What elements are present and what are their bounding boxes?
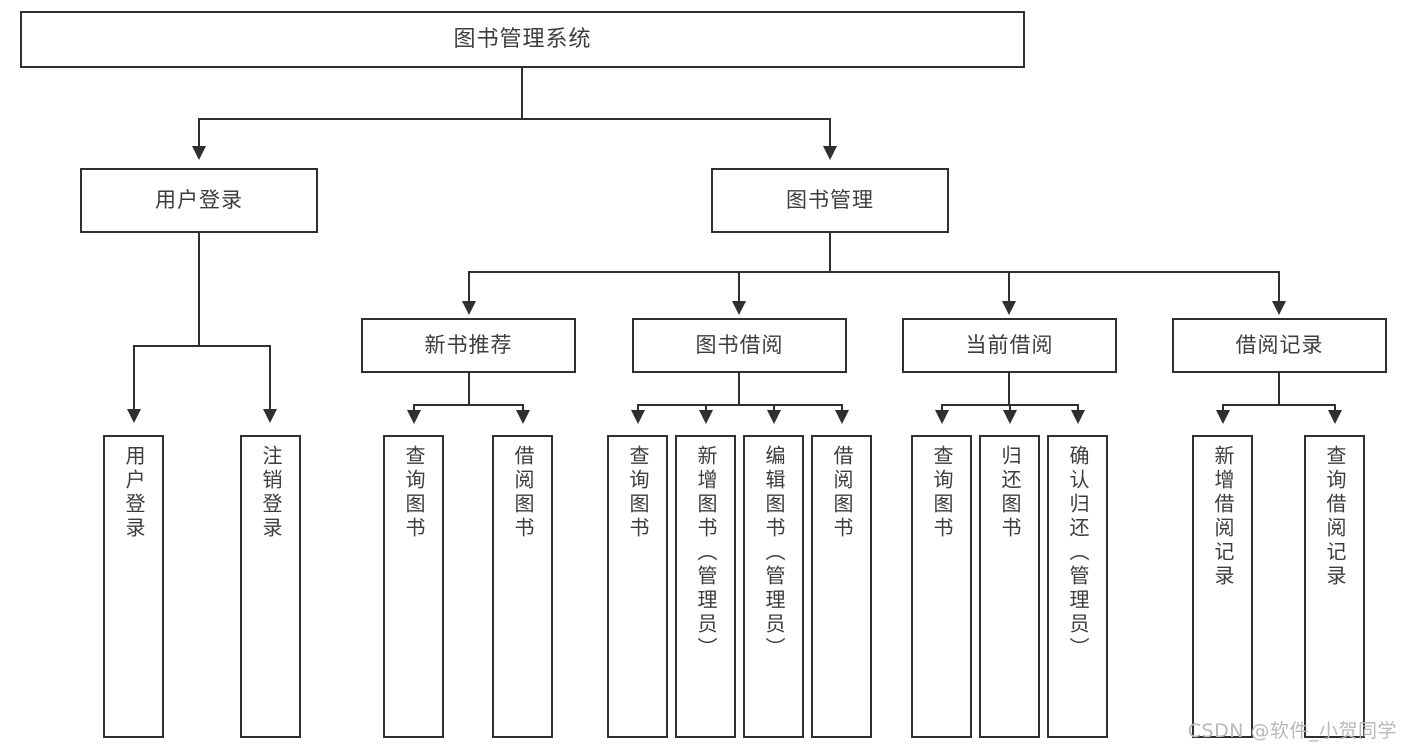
connector-root-to-user-login — [198, 118, 200, 148]
arrow-borrow-record-to-leaf-2 — [1328, 410, 1342, 424]
connector-borrow-record-stem — [1278, 373, 1280, 406]
arrow-book-manage-to-borrow-record — [1272, 301, 1286, 315]
csdn-watermark: CSDN @软件_小贺同学 — [1187, 720, 1397, 742]
node-label: 编辑图书（管理员） — [762, 445, 786, 661]
connector-user-login-to-leaf-2 — [269, 345, 271, 411]
node-leaf-query-borrow-record[interactable]: 查询借阅记录 — [1304, 435, 1365, 738]
connector-book-borrow-bus — [637, 404, 841, 406]
connector-current-borrow-to-leaf-2 — [1009, 404, 1011, 412]
connector-root-stem — [521, 68, 523, 119]
connector-current-borrow-stem — [1008, 373, 1010, 406]
connector-book-manage-stem — [829, 233, 831, 273]
node-leaf-query-book-3[interactable]: 查询图书 — [911, 435, 972, 738]
node-leaf-user-login[interactable]: 用户登录 — [103, 435, 164, 738]
connector-book-borrow-to-leaf-1 — [637, 404, 639, 412]
arrow-book-manage-to-book-borrow — [732, 301, 746, 315]
connector-book-manage-to-borrow-record — [1278, 271, 1280, 303]
node-label: 查询图书 — [626, 445, 650, 541]
arrow-book-borrow-to-leaf-1 — [631, 410, 645, 424]
arrow-user-login-to-leaf-1 — [127, 409, 141, 423]
arrow-borrow-record-to-leaf-1 — [1216, 410, 1230, 424]
node-book-manage[interactable]: 图书管理 — [711, 168, 949, 233]
connector-current-borrow-to-leaf-3 — [1077, 404, 1079, 412]
node-borrow-record[interactable]: 借阅记录 — [1172, 318, 1387, 373]
node-leaf-query-book-2[interactable]: 查询图书 — [607, 435, 668, 738]
node-label: 图书管理系统 — [453, 26, 592, 52]
node-label: 图书借阅 — [695, 333, 784, 358]
arrow-new-book-to-leaf-1 — [407, 410, 421, 424]
node-label: 查询借阅记录 — [1323, 445, 1347, 589]
node-label: 查询图书 — [930, 445, 954, 541]
connector-user-login-stem — [198, 233, 200, 347]
node-label: 当前借阅 — [965, 333, 1054, 358]
node-new-book-recommend[interactable]: 新书推荐 — [361, 318, 576, 373]
connector-new-book-stem — [468, 373, 470, 406]
node-leaf-borrow-book-2[interactable]: 借阅图书 — [811, 435, 872, 738]
arrow-current-borrow-to-leaf-2 — [1003, 410, 1017, 424]
arrow-current-borrow-to-leaf-1 — [935, 410, 949, 424]
node-label: 新增图书（管理员） — [694, 445, 718, 661]
connector-book-manage-to-new-book — [468, 271, 470, 303]
node-leaf-add-book-admin[interactable]: 新增图书（管理员） — [675, 435, 736, 738]
connector-new-book-to-leaf-2 — [522, 404, 524, 412]
connector-book-borrow-stem — [738, 373, 740, 406]
node-label: 借阅图书 — [511, 445, 535, 541]
arrow-book-borrow-to-leaf-3 — [767, 410, 781, 424]
arrow-book-borrow-to-leaf-2 — [699, 410, 713, 424]
connector-borrow-record-to-leaf-2 — [1334, 404, 1336, 412]
arrow-root-to-book-manage — [823, 146, 837, 160]
connector-book-borrow-to-leaf-4 — [841, 404, 843, 412]
arrow-current-borrow-to-leaf-3 — [1071, 410, 1085, 424]
node-label: 图书管理 — [786, 188, 874, 213]
node-label: 新书推荐 — [424, 333, 513, 358]
node-leaf-return-book[interactable]: 归还图书 — [979, 435, 1040, 738]
arrow-book-borrow-to-leaf-4 — [835, 410, 849, 424]
connector-book-manage-bus — [468, 271, 1280, 273]
connector-book-borrow-to-leaf-3 — [773, 404, 775, 412]
node-root-system[interactable]: 图书管理系统 — [20, 11, 1025, 68]
arrow-book-manage-to-new-book — [462, 301, 476, 315]
node-label: 借阅图书 — [830, 445, 854, 541]
node-current-borrow[interactable]: 当前借阅 — [902, 318, 1117, 373]
node-leaf-query-book-1[interactable]: 查询图书 — [383, 435, 444, 738]
node-book-borrow[interactable]: 图书借阅 — [632, 318, 847, 373]
connector-book-borrow-to-leaf-2 — [705, 404, 707, 412]
node-leaf-logout-login[interactable]: 注销登录 — [240, 435, 301, 738]
node-label: 新增借阅记录 — [1211, 445, 1235, 589]
connector-root-to-book-manage — [829, 118, 831, 148]
connector-book-manage-to-current-borrow — [1008, 271, 1010, 303]
node-user-login[interactable]: 用户登录 — [80, 168, 318, 233]
node-leaf-add-borrow-record[interactable]: 新增借阅记录 — [1192, 435, 1253, 738]
arrow-user-login-to-leaf-2 — [263, 409, 277, 423]
connector-book-manage-to-book-borrow — [738, 271, 740, 303]
arrow-book-manage-to-current-borrow — [1002, 301, 1016, 315]
node-label: 用户登录 — [122, 445, 146, 541]
node-leaf-confirm-return-admin[interactable]: 确认归还（管理员） — [1047, 435, 1108, 738]
node-leaf-borrow-book-1[interactable]: 借阅图书 — [492, 435, 553, 738]
node-label: 确认归还（管理员） — [1066, 445, 1090, 661]
node-label: 查询图书 — [402, 445, 426, 541]
connector-current-borrow-to-leaf-1 — [941, 404, 943, 412]
node-label: 用户登录 — [155, 188, 243, 213]
arrow-new-book-to-leaf-2 — [516, 410, 530, 424]
node-label: 借阅记录 — [1235, 333, 1324, 358]
connector-borrow-record-to-leaf-1 — [1222, 404, 1224, 412]
arrow-root-to-user-login — [192, 146, 206, 160]
connector-new-book-to-leaf-1 — [413, 404, 415, 412]
connector-borrow-record-bus — [1222, 404, 1334, 406]
connector-user-login-to-leaf-1 — [133, 345, 135, 411]
node-label: 归还图书 — [998, 445, 1022, 541]
node-label: 注销登录 — [259, 445, 283, 541]
connector-root-bus — [198, 118, 830, 120]
node-leaf-edit-book-admin[interactable]: 编辑图书（管理员） — [743, 435, 804, 738]
connector-new-book-bus — [413, 404, 523, 406]
connector-user-login-bus — [133, 345, 270, 347]
